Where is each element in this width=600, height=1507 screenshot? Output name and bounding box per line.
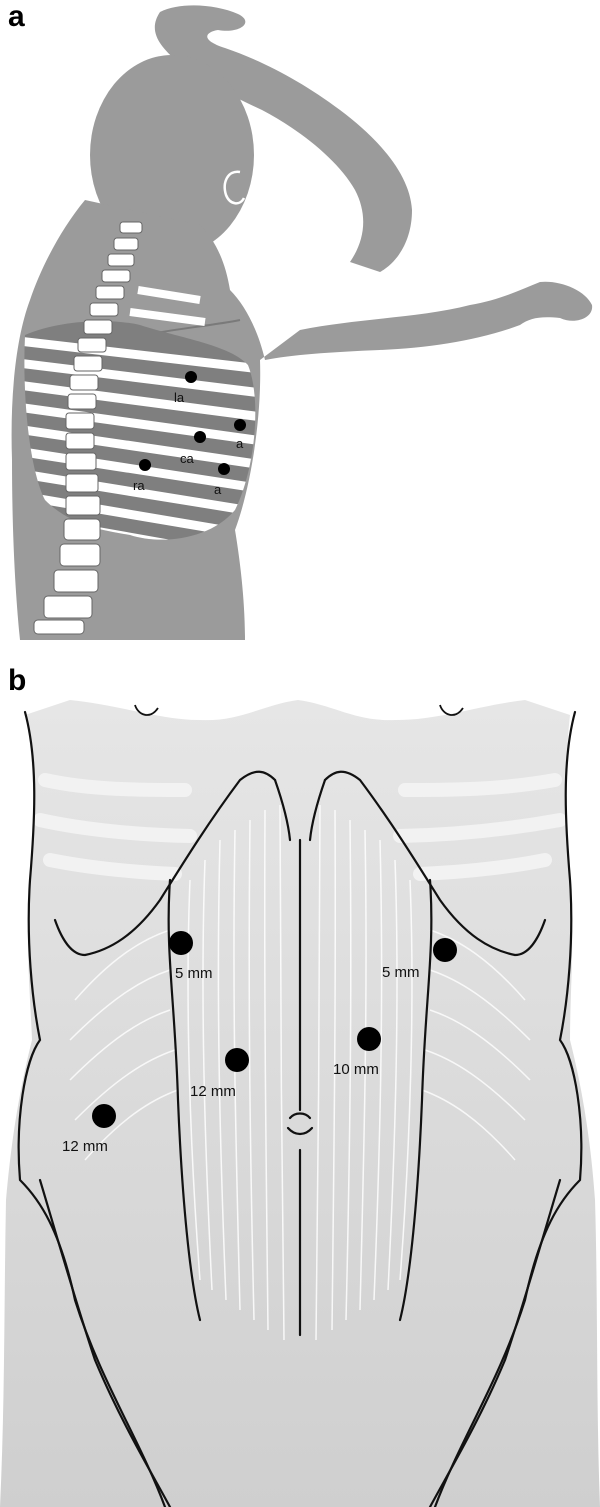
nipples [134, 704, 464, 716]
oblique-fibers [69, 929, 531, 1161]
ports-panel-a: la a ca ra a [133, 371, 246, 497]
port-label-12mm-left: 12 mm [62, 1138, 108, 1155]
port-dot-ca [194, 431, 206, 443]
port-dot-10mm [357, 1027, 381, 1051]
rectus-fibers [187, 804, 413, 1341]
port-dot-ra [139, 459, 151, 471]
port-label-12mm-center: 12 mm [190, 1083, 236, 1100]
body-outlines [17, 710, 583, 1507]
port-dot-a-upper [234, 419, 246, 431]
spine [33, 221, 143, 635]
port-label-10mm: 10 mm [333, 1061, 379, 1078]
port-dot-la [185, 371, 197, 383]
port-dot-5mm-left [169, 931, 193, 955]
port-label-ca: ca [180, 451, 195, 466]
port-label-5mm-right: 5 mm [382, 964, 420, 981]
rib-cage [24, 321, 256, 540]
ports-panel-b: 5 mm 5 mm 12 mm 10 mm 12 mm [62, 931, 457, 1155]
port-label-ra: ra [133, 478, 145, 493]
port-label-5mm-left: 5 mm [175, 965, 213, 982]
panel-b: b [0, 664, 600, 1507]
port-dot-12mm-left [92, 1104, 116, 1128]
rib-cage-b [33, 773, 567, 881]
port-label-la: la [174, 390, 185, 405]
port-dot-a-lower [218, 463, 230, 475]
port-label-a-upper: a [236, 436, 244, 451]
port-label-a-lower: a [214, 482, 222, 497]
panel-a: a [8, 0, 593, 640]
port-dot-12mm-center [225, 1048, 249, 1072]
panel-b-letter: b [8, 664, 26, 697]
upper-ribs [129, 286, 206, 326]
panel-a-letter: a [8, 0, 25, 33]
ear-icon [223, 170, 246, 205]
port-dot-5mm-right [433, 938, 457, 962]
